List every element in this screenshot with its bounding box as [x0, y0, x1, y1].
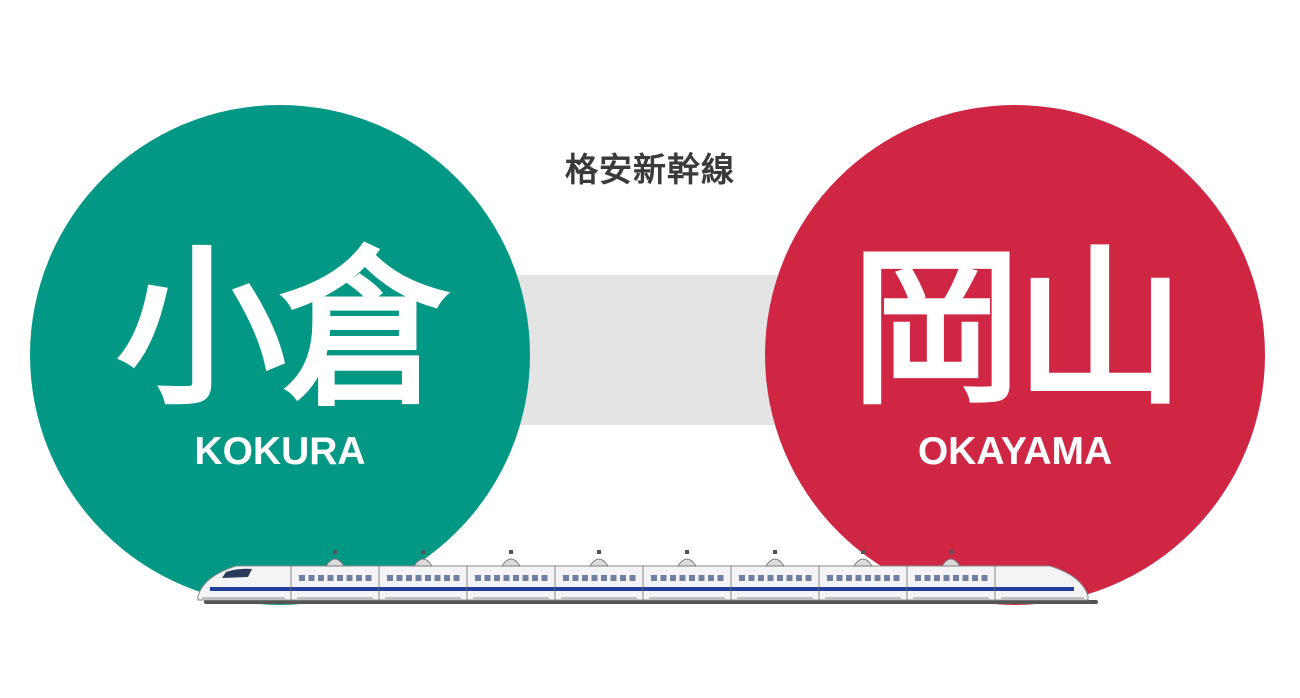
train-car	[197, 565, 292, 601]
train-car	[642, 550, 732, 601]
train-windows	[387, 575, 460, 581]
train-windows	[827, 575, 900, 581]
destination-station-circle: 岡山 OKAYAMA	[765, 105, 1265, 605]
route-connector-bar	[500, 275, 800, 425]
train-windows	[475, 575, 548, 581]
pantograph-icon	[589, 550, 609, 567]
train-windows	[651, 575, 724, 581]
train-car	[906, 550, 996, 601]
pantograph-icon	[413, 550, 433, 567]
pantograph-icon	[853, 550, 873, 567]
train-car	[554, 550, 644, 601]
destination-station-roman: OKAYAMA	[917, 430, 1113, 473]
train-car	[818, 550, 908, 601]
pantograph-icon	[941, 550, 961, 567]
train-windows	[739, 575, 812, 581]
pantograph-icon	[677, 550, 697, 567]
train-windows	[563, 575, 636, 581]
destination-station-kanji: 岡山	[850, 231, 1185, 429]
shinkansen-train-icon	[197, 550, 1098, 604]
origin-station-kanji: 小倉	[115, 231, 450, 429]
train-windows	[915, 575, 988, 581]
pantograph-icon	[501, 550, 521, 567]
pantograph-icon	[325, 550, 345, 567]
origin-station-roman: KOKURA	[194, 430, 366, 473]
train-car	[994, 565, 1089, 601]
train-car	[378, 550, 468, 601]
page-title: 格安新幹線	[565, 150, 735, 189]
train-car	[730, 550, 820, 601]
origin-station-circle: 小倉 KOKURA	[30, 105, 530, 605]
train-windows	[299, 575, 372, 581]
train-car	[290, 550, 380, 601]
pantograph-icon	[765, 550, 785, 567]
train-car	[466, 550, 556, 601]
